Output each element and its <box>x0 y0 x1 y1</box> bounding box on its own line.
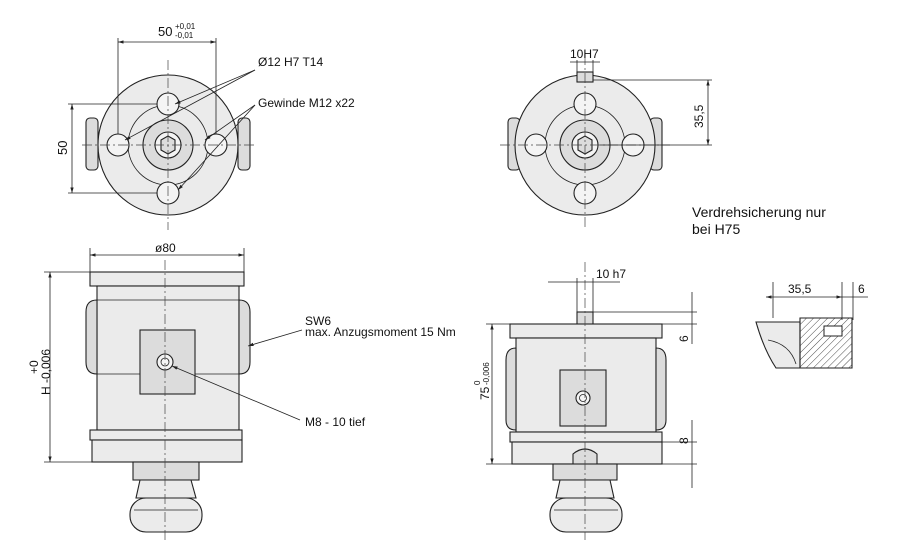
dim-75: 75 <box>478 386 492 400</box>
tolerance-plus: +0,01 <box>175 22 196 31</box>
side-view-left <box>44 248 303 540</box>
note-line-1: Verdrehsicherung nur <box>692 204 826 220</box>
note-line-2: bei H75 <box>692 221 740 237</box>
side-view-right <box>486 262 697 540</box>
detail-dim-35-5: 35,5 <box>788 282 812 296</box>
height-tol-plus: +0 <box>27 360 41 374</box>
detail-view <box>755 282 868 369</box>
height-tol-minus: H -0,006 <box>39 349 53 395</box>
dim-75-tol-bottom: -0,006 <box>482 362 491 385</box>
dim-35-5-top: 35,5 <box>692 104 706 128</box>
torque-label: max. Anzugsmoment 15 Nm <box>305 325 456 339</box>
side-flat-right <box>237 117 251 171</box>
dim-6-side: 6 <box>677 335 691 342</box>
dim-8-side: 8 <box>677 437 691 444</box>
thread-callout: Gewinde M12 x22 <box>258 96 355 110</box>
dim-75-tol-top: 0 <box>473 380 482 385</box>
pull-stud <box>129 497 203 533</box>
keyway-side-label: 10 h7 <box>596 267 626 281</box>
keyway-top-label: 10H7 <box>570 47 599 61</box>
detail-dim-6: 6 <box>858 282 865 296</box>
top-view-right <box>500 55 712 230</box>
side-flat-left <box>85 117 99 171</box>
bore-callout: Ø12 H7 T14 <box>258 55 323 69</box>
dim-height-50: 50 <box>55 141 70 155</box>
tolerance-minus: -0,01 <box>175 31 194 40</box>
dim-diameter-80: ø80 <box>155 241 176 255</box>
top-view-left <box>68 38 256 230</box>
m8-callout: M8 - 10 tief <box>305 415 366 429</box>
sw6-label: SW6 <box>305 314 331 328</box>
dim-width-50: 50 <box>158 24 172 39</box>
